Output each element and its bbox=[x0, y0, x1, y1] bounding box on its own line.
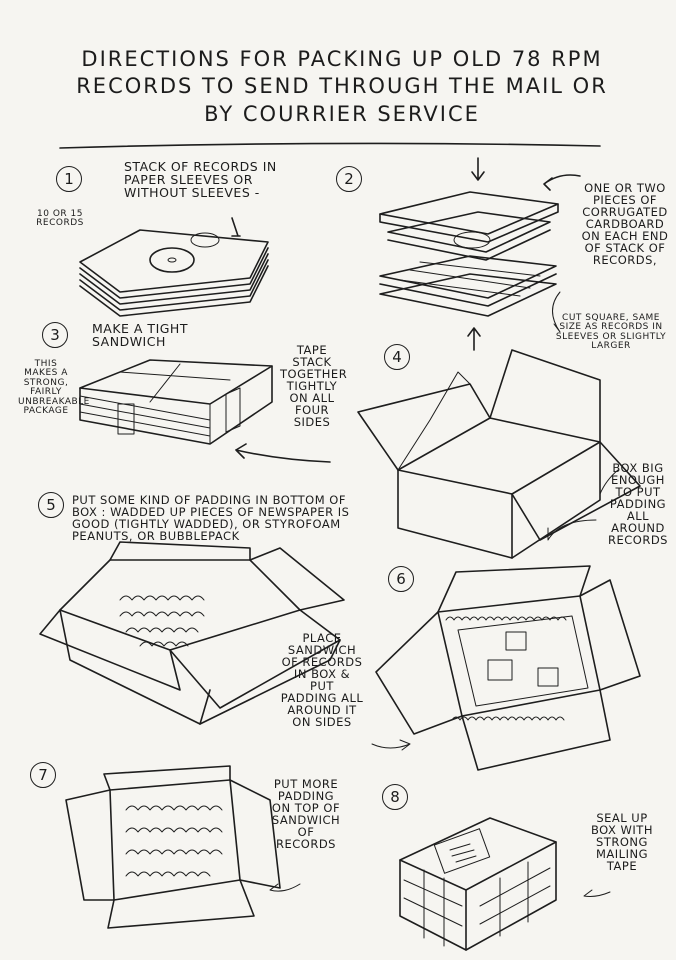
box-with-padding-illustration bbox=[39, 541, 345, 725]
step-number-4: 4 bbox=[384, 344, 410, 370]
step-number-5: 5 bbox=[38, 492, 64, 518]
arrow-icon bbox=[231, 217, 241, 237]
record-label-icon bbox=[149, 247, 195, 273]
step-8-text: Seal up box with strong mailing tape bbox=[591, 811, 653, 874]
box-top-padding-illustration bbox=[65, 765, 301, 929]
step-1-note: 10 or 15 records bbox=[36, 209, 84, 229]
title-underline bbox=[59, 142, 601, 149]
step-5-text: Put some kind of padding in bottom of bo… bbox=[72, 493, 350, 544]
step-2-note: cut square, same size as records in slee… bbox=[555, 313, 667, 352]
step-3-text: Make a tight sandwich bbox=[92, 321, 188, 350]
step-3-tape-note: Tape stack together tightly on all four … bbox=[280, 343, 348, 430]
record-icon bbox=[453, 231, 491, 249]
address-label bbox=[433, 828, 491, 874]
sealed-box-illustration bbox=[399, 817, 611, 951]
taped-sandwich-illustration bbox=[79, 359, 331, 463]
page-title: Directions for packing up old 78 rpm rec… bbox=[76, 47, 608, 126]
step-1-text: Stack of records in paper sleeves or wit… bbox=[124, 159, 277, 201]
sandwich-in-box-illustration bbox=[371, 565, 641, 771]
padding-texture bbox=[119, 595, 205, 647]
step-2-text: One or two pieces of corrugated cardboar… bbox=[581, 181, 669, 268]
curved-arrow-icon bbox=[235, 443, 331, 463]
step-7-text: Put more padding on top of sandwich of r… bbox=[271, 777, 341, 852]
step-number-6: 6 bbox=[388, 566, 414, 592]
step-6-text: Place sandwich of records in box & put p… bbox=[280, 631, 364, 730]
open-box-illustration bbox=[357, 349, 641, 559]
cardboard-sandwich-illustration bbox=[379, 157, 581, 351]
up-arrow-icon bbox=[467, 327, 481, 351]
step-number-1: 1 bbox=[56, 166, 82, 192]
record-stack-illustration bbox=[79, 217, 269, 317]
step-number-2: 2 bbox=[336, 166, 362, 192]
down-arrow-icon bbox=[471, 157, 485, 181]
step-number-7: 7 bbox=[30, 762, 56, 788]
step-4-text: Box big enough to put padding all around… bbox=[608, 461, 668, 548]
step-number-3: 3 bbox=[42, 322, 68, 348]
step-3-note: This makes a strong, fairly unbreakable … bbox=[18, 359, 90, 417]
curved-arrow-icon bbox=[543, 174, 581, 191]
step-number-8: 8 bbox=[382, 784, 408, 810]
